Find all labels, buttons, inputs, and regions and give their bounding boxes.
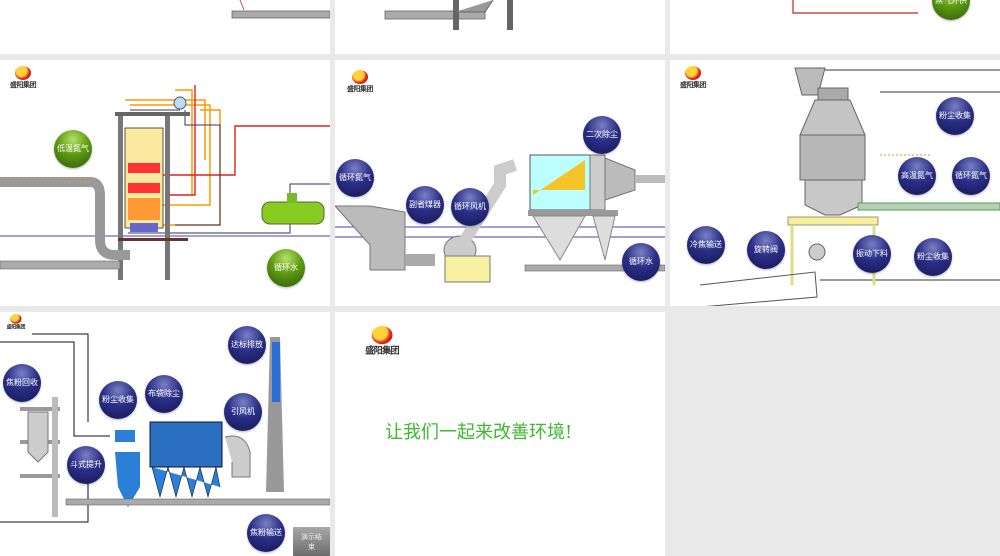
slide-3-diagram [792,0,918,14]
bubble-high-temp-nitrogen[interactable]: 高温氮气 [898,157,936,195]
company-logo: 盛阳集团 [4,314,28,331]
bubble-circulating-water[interactable]: 循环水 [267,249,305,287]
end-demo-button[interactable]: 演示结束 [293,527,330,556]
dust-removal-diagram [335,154,665,283]
bubble-low-temp-nitrogen[interactable]: 低温氮气 [54,130,92,168]
slide-thumbnail-closing[interactable]: 盛阳集团 [335,312,665,556]
bubble-bag-filter[interactable]: 布袋除尘 [145,375,183,413]
company-logo: 盛阳集团 [343,70,377,94]
bubble-coke-powder-conveying[interactable]: 焦粉输送 [247,514,285,552]
bubble-bucket-elevator[interactable]: 斗式提升 [67,446,105,484]
bubble-circulating-fan[interactable]: 循环风机 [451,188,489,226]
bubble-secondary-dust-removal[interactable]: 二次除尘 [583,116,621,154]
bubble-steam-supply[interactable]: 蒸气外供 [932,0,970,20]
bubble-cold-coke-conveying[interactable]: 冷焦输送 [687,226,725,264]
bubble-economizer[interactable]: 副省煤器 [406,186,444,224]
bubble-induced-draft-fan[interactable]: 引风机 [224,393,262,431]
slide-thumbnail-3[interactable]: 蒸气外供 [670,0,1000,54]
bubble-dust-collection[interactable]: 粉尘收集 [936,97,974,135]
bubble-coke-powder-recovery[interactable]: 焦粉回收 [3,364,41,402]
company-logo: 盛阳集团 [6,66,40,90]
slide-thumbnail-baghouse[interactable]: 盛阳集团 焦粉回收 粉尘收集 布袋除尘 达标排放 引风机 斗式提升 焦粉输送 [0,312,330,556]
slide-thumbnail-boiler[interactable]: 盛阳集团 低温氮气 循环水 [0,60,330,306]
boiler-diagram [0,85,330,280]
slide-thumbnail-furnace[interactable]: 盛阳集团 粉尘收集 高温氮气 循环氮气 冷焦输送 旋转阀 振动下料 粉尘收集 [670,60,1000,306]
closing-message: 让我们一起来改善环境! [385,422,573,443]
slide-1-diagram [231,0,330,19]
bubble-dust-collection[interactable]: 粉尘收集 [99,381,137,419]
bubble-circulating-nitrogen[interactable]: 循环氮气 [952,157,990,195]
bubble-dust-collection-2[interactable]: 粉尘收集 [914,238,952,276]
bubble-rotary-valve[interactable]: 旋转阀 [747,231,785,269]
bubble-circulating-water[interactable]: 循环水 [622,243,660,281]
company-logo: 盛阳集团 [676,66,710,90]
bubble-vibrating-feeder[interactable]: 振动下料 [853,235,891,273]
furnace-diagram [699,67,1000,306]
company-logo: 盛阳集团 [360,326,404,357]
bubble-compliant-emission[interactable]: 达标排放 [228,326,266,364]
bubble-circulating-nitrogen[interactable]: 循环氮气 [336,159,374,197]
slide-thumbnail-1[interactable] [0,0,330,54]
slide-thumbnail-2[interactable] [335,0,665,54]
baghouse-diagram [0,333,330,523]
slide-2-diagram [384,0,513,30]
slide-thumbnail-dust-removal[interactable]: 盛阳集团 循环氮气 副省煤器 循环风机 二次除尘 循环水 [335,60,665,306]
